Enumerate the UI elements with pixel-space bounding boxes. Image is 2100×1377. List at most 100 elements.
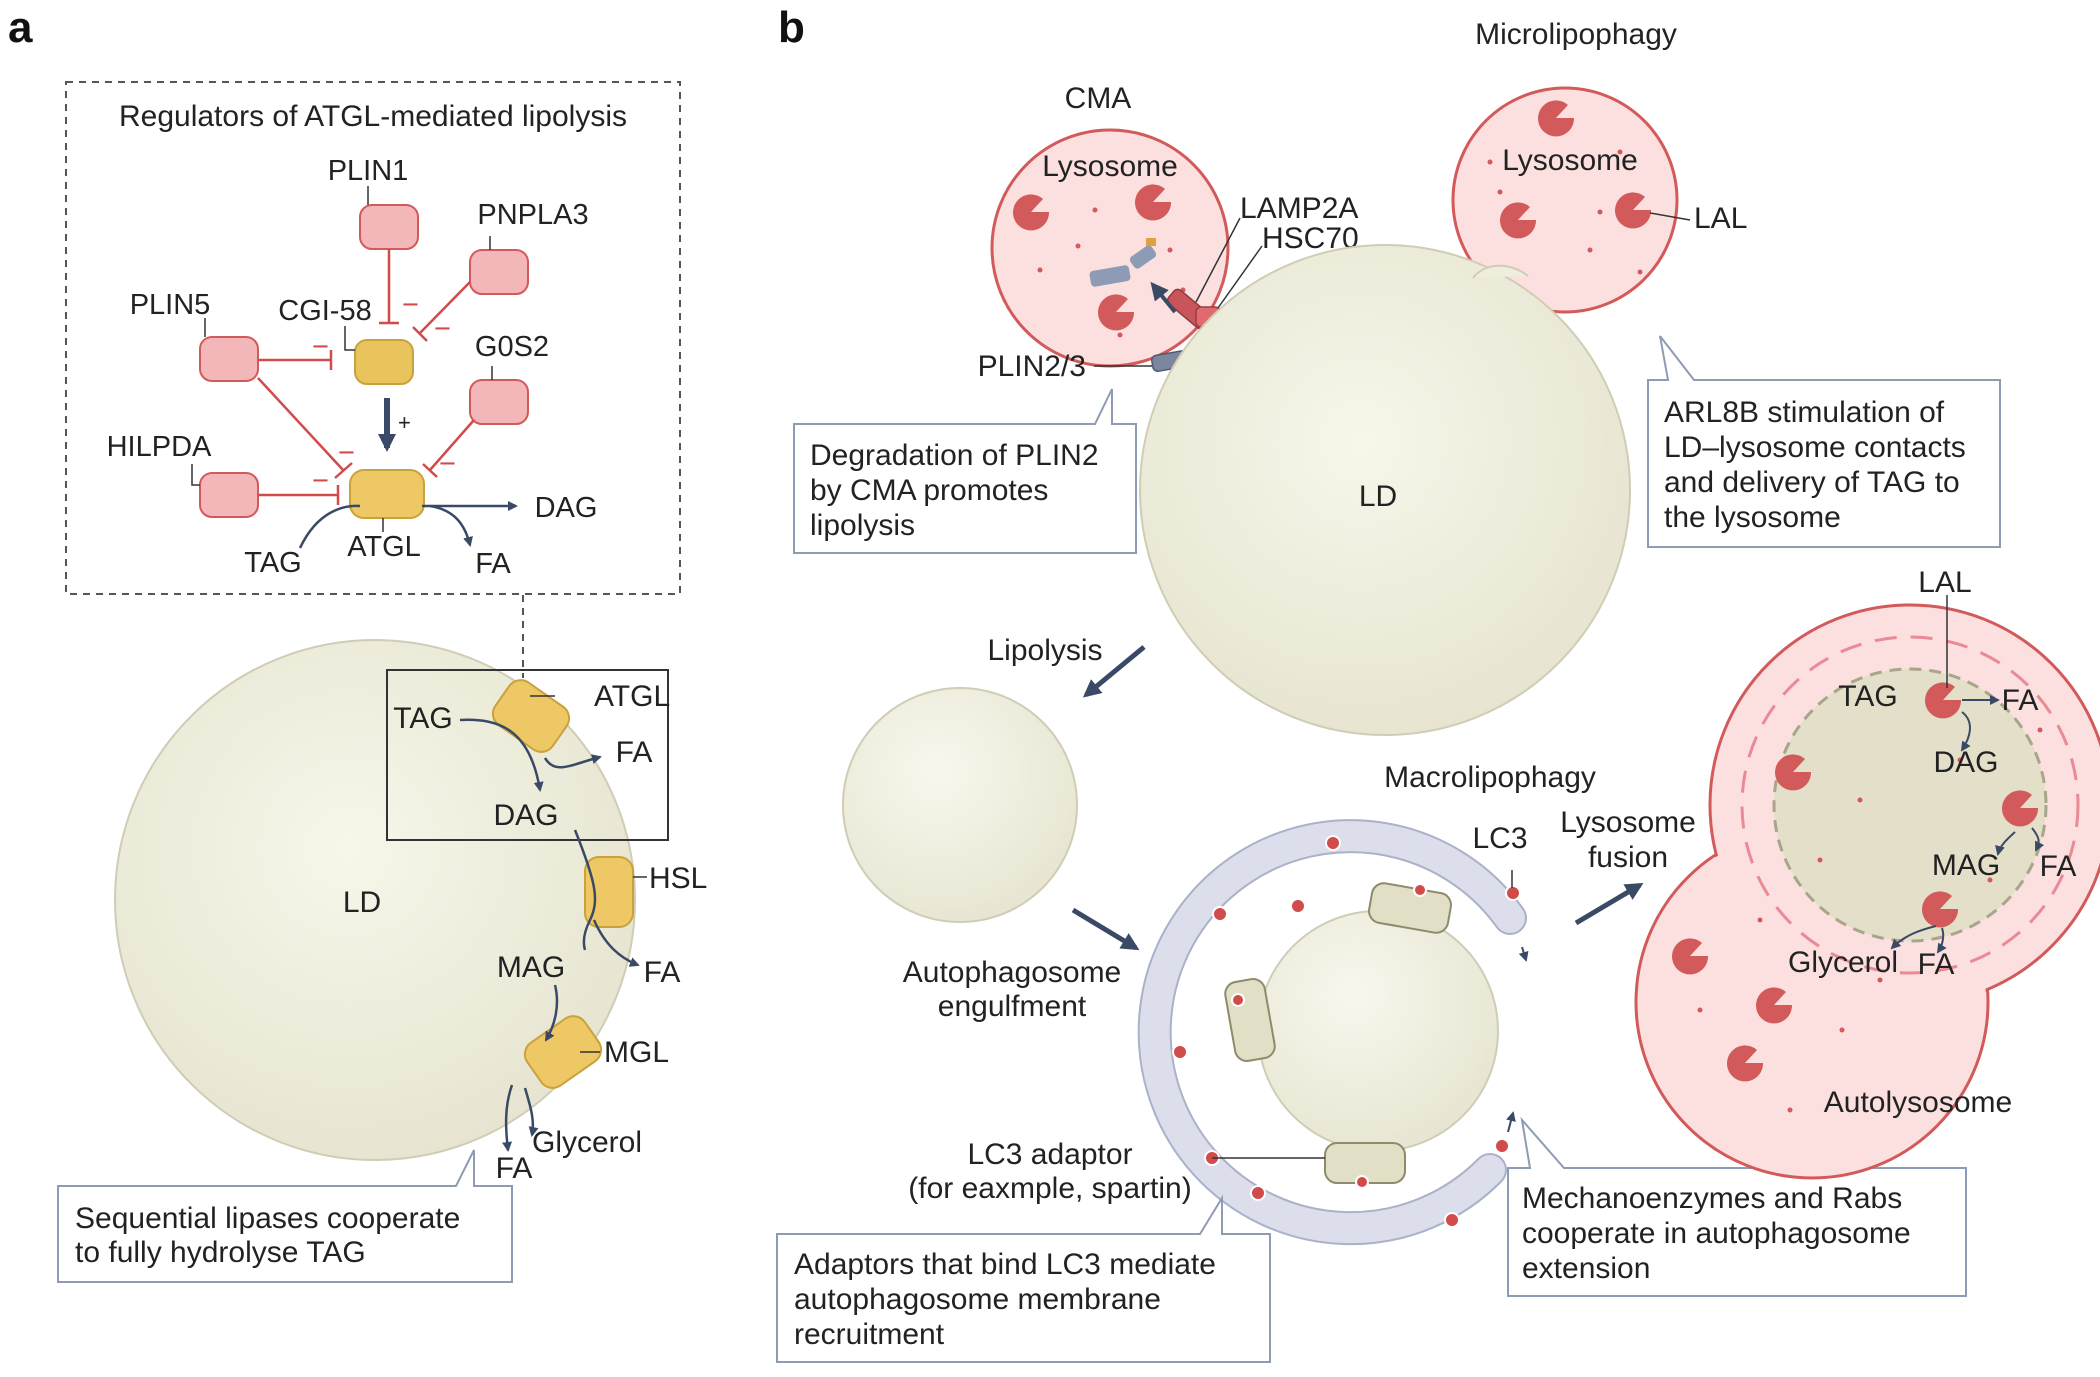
callout-mechano-line3: extension	[1522, 1252, 1650, 1285]
mag-label: MAG	[497, 951, 565, 984]
auto-tag-label: TAG	[1838, 680, 1897, 713]
auto-fa-label-3: FA	[1918, 948, 1955, 981]
ld-label-a: LD	[343, 886, 381, 919]
autolysosome-lipid-core	[1772, 667, 2048, 943]
lipid-droplet-b	[1139, 244, 1631, 736]
pnpla3-inhibit-sign: −	[434, 313, 451, 345]
callout-arl8b-line4: the lysosome	[1664, 501, 1841, 534]
callout-adaptors-line3: recruitment	[794, 1318, 945, 1351]
auto-dag-mag-arrow	[1995, 831, 2016, 856]
fusion-line2: fusion	[1588, 841, 1668, 874]
auto-tag-dag-arrow	[1960, 711, 1971, 752]
fa-label-inset: FA	[475, 548, 511, 580]
lamp2a-label: LAMP2A	[1240, 192, 1358, 225]
ld-protrusion	[1472, 264, 1529, 279]
callout-mechano-line1: Mechanoenzymes and Rabs	[1522, 1182, 1902, 1215]
lc3-adaptor-line2: (for eaxmple, spartin)	[908, 1172, 1191, 1205]
callout-cma-line1: Degradation of PLIN2	[810, 439, 1099, 472]
extension-arrow-top	[1518, 946, 1529, 962]
mgl-label: MGL	[604, 1036, 669, 1069]
pnpla3-protein	[469, 249, 529, 295]
hilpda-protein	[199, 472, 259, 518]
atgl-protein-inset	[349, 469, 425, 519]
hilpda-inhibit-sign: −	[312, 465, 329, 497]
fa-arrow	[429, 504, 473, 547]
autolysosome-lal-label: LAL	[1918, 566, 1971, 599]
hsl-enzyme	[584, 856, 634, 928]
atgl-label: ATGL	[594, 680, 670, 713]
microlipophagy-lysosome	[1451, 86, 1679, 314]
hsl-fa-arrow	[592, 919, 640, 967]
autolysosome-lal-enzymes	[1672, 682, 2039, 1082]
mgl-fa-arrow	[502, 1084, 514, 1152]
lc3-dots	[1172, 835, 1521, 1228]
mag-to-mgl-arrow	[544, 984, 559, 1042]
micro-lal-enzymes	[1500, 100, 1652, 239]
g0s2-label: G0S2	[475, 331, 549, 363]
atgl-label-inset: ATGL	[347, 531, 421, 563]
callout-arl8b-line2: LD–lysosome contacts	[1664, 431, 1966, 464]
degraded-plin-fragments	[1089, 238, 1157, 287]
mgl-glycerol-arrow	[523, 1087, 539, 1137]
g0s2-protein	[469, 379, 529, 425]
callout-cma-line2: by CMA promotes	[810, 474, 1048, 507]
auto-fa-arrow-2	[2031, 827, 2045, 852]
autophagosome-line2: engulfment	[938, 990, 1087, 1023]
regulators-inset: Regulators of ATGL-mediated lipolysis − …	[65, 81, 681, 595]
engulfed-lipid-droplet	[1257, 910, 1499, 1152]
plin23-label: PLIN2/3	[978, 350, 1086, 383]
microlipophagy-heading: Microlipophagy	[1475, 18, 1677, 51]
fusion-line1: Lysosome	[1560, 806, 1696, 839]
callout-cma-line3: lipolysis	[810, 509, 915, 542]
callout-cma-degradation	[793, 388, 1137, 554]
g0s2-inhibit-sign: −	[439, 448, 456, 480]
phagophore-membrane	[1139, 821, 1525, 1244]
auto-glycerol-label: Glycerol	[1788, 946, 1898, 979]
auto-mag-label: MAG	[1932, 849, 2000, 882]
lc3-adaptor-line1: LC3 adaptor	[967, 1138, 1132, 1171]
micro-lysosome-label: Lysosome	[1502, 144, 1638, 177]
callout-mechano-line2: cooperate in autophagosome	[1522, 1217, 1911, 1250]
tag-label-inset: TAG	[244, 547, 301, 579]
macrolipophagy-heading: Macrolipophagy	[1384, 761, 1596, 794]
autolysosome-label: Autolysosome	[1824, 1086, 2012, 1119]
activation-sign: +	[398, 410, 411, 435]
autophagosome-line1: Autophagosome	[903, 956, 1122, 989]
cgi58-protein	[354, 339, 414, 385]
plin5-label: PLIN5	[130, 289, 211, 321]
plin5-atgl-inhibit-sign: −	[338, 437, 355, 469]
cma-lal-enzymes	[1013, 184, 1172, 331]
dag-label: DAG	[493, 799, 558, 832]
cgi58-label: CGI-58	[278, 295, 371, 327]
callout-a-line1: Sequential lipases cooperate	[75, 1202, 460, 1235]
lipid-droplet-a	[114, 639, 636, 1161]
auto-fa-label-2: FA	[2040, 850, 2077, 883]
cma-heading: CMA	[1065, 82, 1132, 115]
engulfment-arrow	[1071, 907, 1140, 951]
hilpda-label: HILPDA	[107, 431, 212, 463]
callout-arl8b	[1647, 335, 2001, 548]
plin5-protein	[199, 336, 259, 382]
inhibition-lines	[257, 249, 475, 505]
small-lipid-droplet	[842, 687, 1078, 923]
callout-adaptors-line2: autophagosome membrane	[794, 1283, 1161, 1316]
plin5-inhibit-sign: −	[312, 331, 329, 363]
tag-to-dag-arrow	[459, 718, 544, 792]
plin1-inhibit-sign: −	[402, 289, 419, 321]
lipolysis-arrow	[1082, 645, 1146, 698]
pnpla3-label: PNPLA3	[477, 199, 588, 231]
autolysosome-inner-membrane	[1740, 635, 2080, 975]
extension-arrow-bottom	[1506, 1111, 1516, 1133]
mgl-fa-label: FA	[496, 1152, 533, 1185]
auto-fa-label-1: FA	[2002, 684, 2039, 717]
lipolysis-label: Lipolysis	[987, 634, 1102, 667]
inset-dashed-border	[65, 81, 681, 595]
zoom-box	[386, 669, 669, 841]
hsl-fa-label: FA	[644, 956, 681, 989]
dag-label-inset: DAG	[535, 492, 598, 524]
glycerol-label: Glycerol	[532, 1126, 642, 1159]
atgl-fa-arrow	[543, 754, 602, 769]
plin1-label: PLIN1	[328, 155, 409, 187]
callout-arl8b-line3: and delivery of TAG to	[1664, 466, 1960, 499]
lc3-label: LC3	[1472, 822, 1527, 855]
